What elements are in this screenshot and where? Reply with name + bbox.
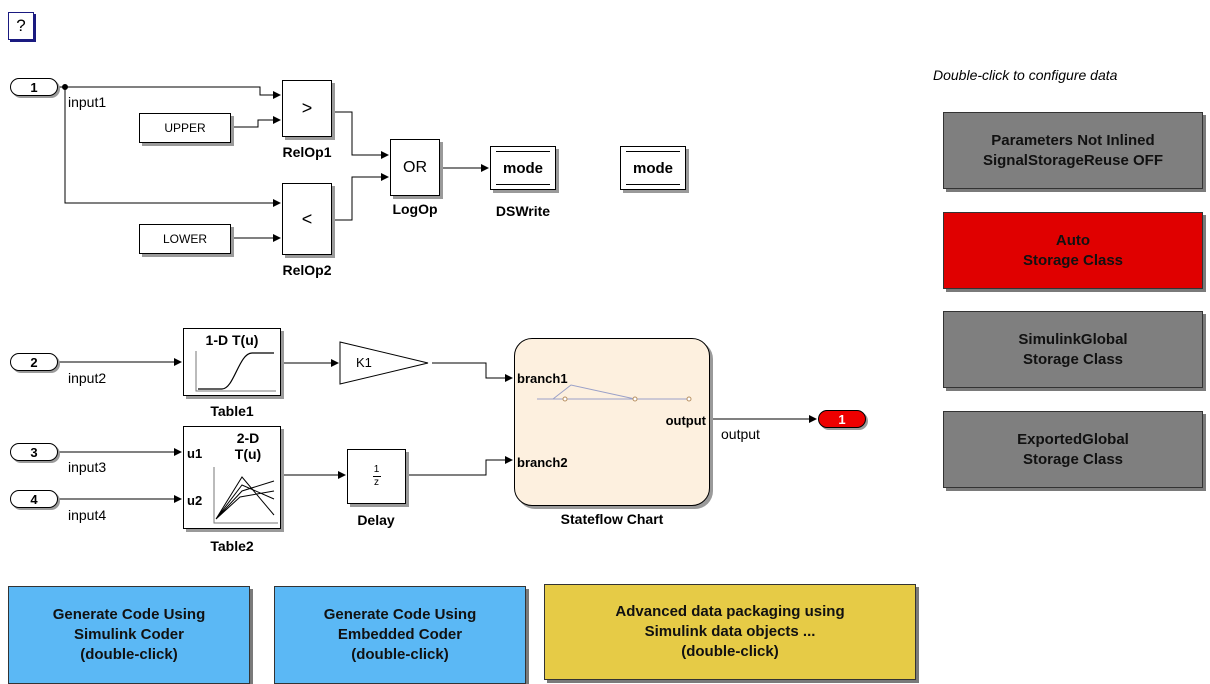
logop-label: LogOp [392, 201, 438, 217]
dswrite-block[interactable]: mode [490, 146, 556, 190]
table2-surface-icon [213, 467, 278, 524]
simulink-coder-button[interactable]: Generate Code Using Simulink Coder (doub… [8, 586, 250, 684]
inport-3[interactable]: 3 [10, 443, 58, 461]
table1-label: Table1 [210, 403, 254, 419]
dswrite-text: mode [502, 159, 543, 177]
stateflow-chart-label: Stateflow Chart [560, 511, 664, 527]
delay-block[interactable]: 1 z [347, 449, 406, 504]
help-button[interactable]: ? [8, 12, 34, 40]
auto-storage-line1: Auto [1055, 231, 1091, 249]
exported-global-line1: ExportedGlobal [1017, 430, 1129, 448]
constant-upper[interactable]: UPPER [139, 113, 231, 143]
delay-fraction-bar [372, 476, 381, 477]
signal-label-output: output [721, 426, 760, 442]
inport-4[interactable]: 4 [10, 490, 58, 508]
params-not-inlined-line1: Parameters Not Inlined [991, 131, 1155, 149]
inport-1[interactable]: 1 [10, 78, 58, 96]
signal-label-input4: input4 [68, 507, 107, 523]
constant-lower[interactable]: LOWER [139, 224, 231, 254]
outport-1[interactable]: 1 [818, 410, 866, 428]
chart-preview-icon [537, 384, 692, 402]
delay-numerator: 1 [373, 464, 380, 475]
embedded-coder-button[interactable]: Generate Code Using Embedded Coder (doub… [274, 586, 526, 684]
table2-block[interactable]: 2-D T(u) u1 u2 [183, 426, 281, 529]
logop-block[interactable]: OR [390, 139, 440, 196]
simulink-global-line2: Storage Class [1022, 350, 1124, 368]
relop2-label: RelOp2 [282, 262, 332, 278]
datastore-text: mode [632, 159, 673, 177]
gain-label: K1 [356, 355, 372, 370]
signal-label-input1: input1 [68, 94, 107, 110]
relop1-block[interactable]: > [282, 80, 332, 137]
table2-title-1: 2-D [236, 430, 260, 446]
table2-port-u1: u1 [187, 446, 203, 461]
configure-hint: Double-click to configure data [933, 67, 1118, 83]
chart-port-output: output [665, 413, 706, 428]
simulink-global-line1: SimulinkGlobal [1018, 330, 1128, 348]
delay-denominator: z [374, 477, 379, 488]
advanced-data-packaging-button[interactable]: Advanced data packaging using Simulink d… [544, 584, 916, 680]
dswrite-label: DSWrite [495, 203, 551, 219]
table1-curve-icon [195, 351, 276, 392]
table2-title-2: T(u) [234, 446, 262, 462]
chart-port-branch1: branch1 [517, 371, 568, 386]
chart-port-branch2: branch2 [517, 455, 568, 470]
delay-label: Delay [357, 512, 395, 528]
relop2-block[interactable]: < [282, 183, 332, 255]
relop1-label: RelOp1 [282, 144, 332, 160]
table1-block[interactable]: 1-D T(u) [183, 328, 281, 396]
datastore-memory-block[interactable]: mode [620, 146, 686, 190]
params-not-inlined-line2: SignalStorageReuse OFF [982, 151, 1164, 169]
signal-label-input2: input2 [68, 370, 107, 386]
gain-block[interactable] [336, 338, 436, 388]
table1-title: 1-D T(u) [205, 332, 259, 348]
table2-port-u2: u2 [187, 493, 203, 508]
exported-global-line2: Storage Class [1022, 450, 1124, 468]
inport-2[interactable]: 2 [10, 353, 58, 371]
auto-storage-line2: Storage Class [1022, 251, 1124, 269]
stateflow-chart-block[interactable]: branch1 branch2 output [514, 338, 710, 506]
table2-label: Table2 [210, 538, 254, 554]
signal-label-input3: input3 [68, 459, 107, 475]
